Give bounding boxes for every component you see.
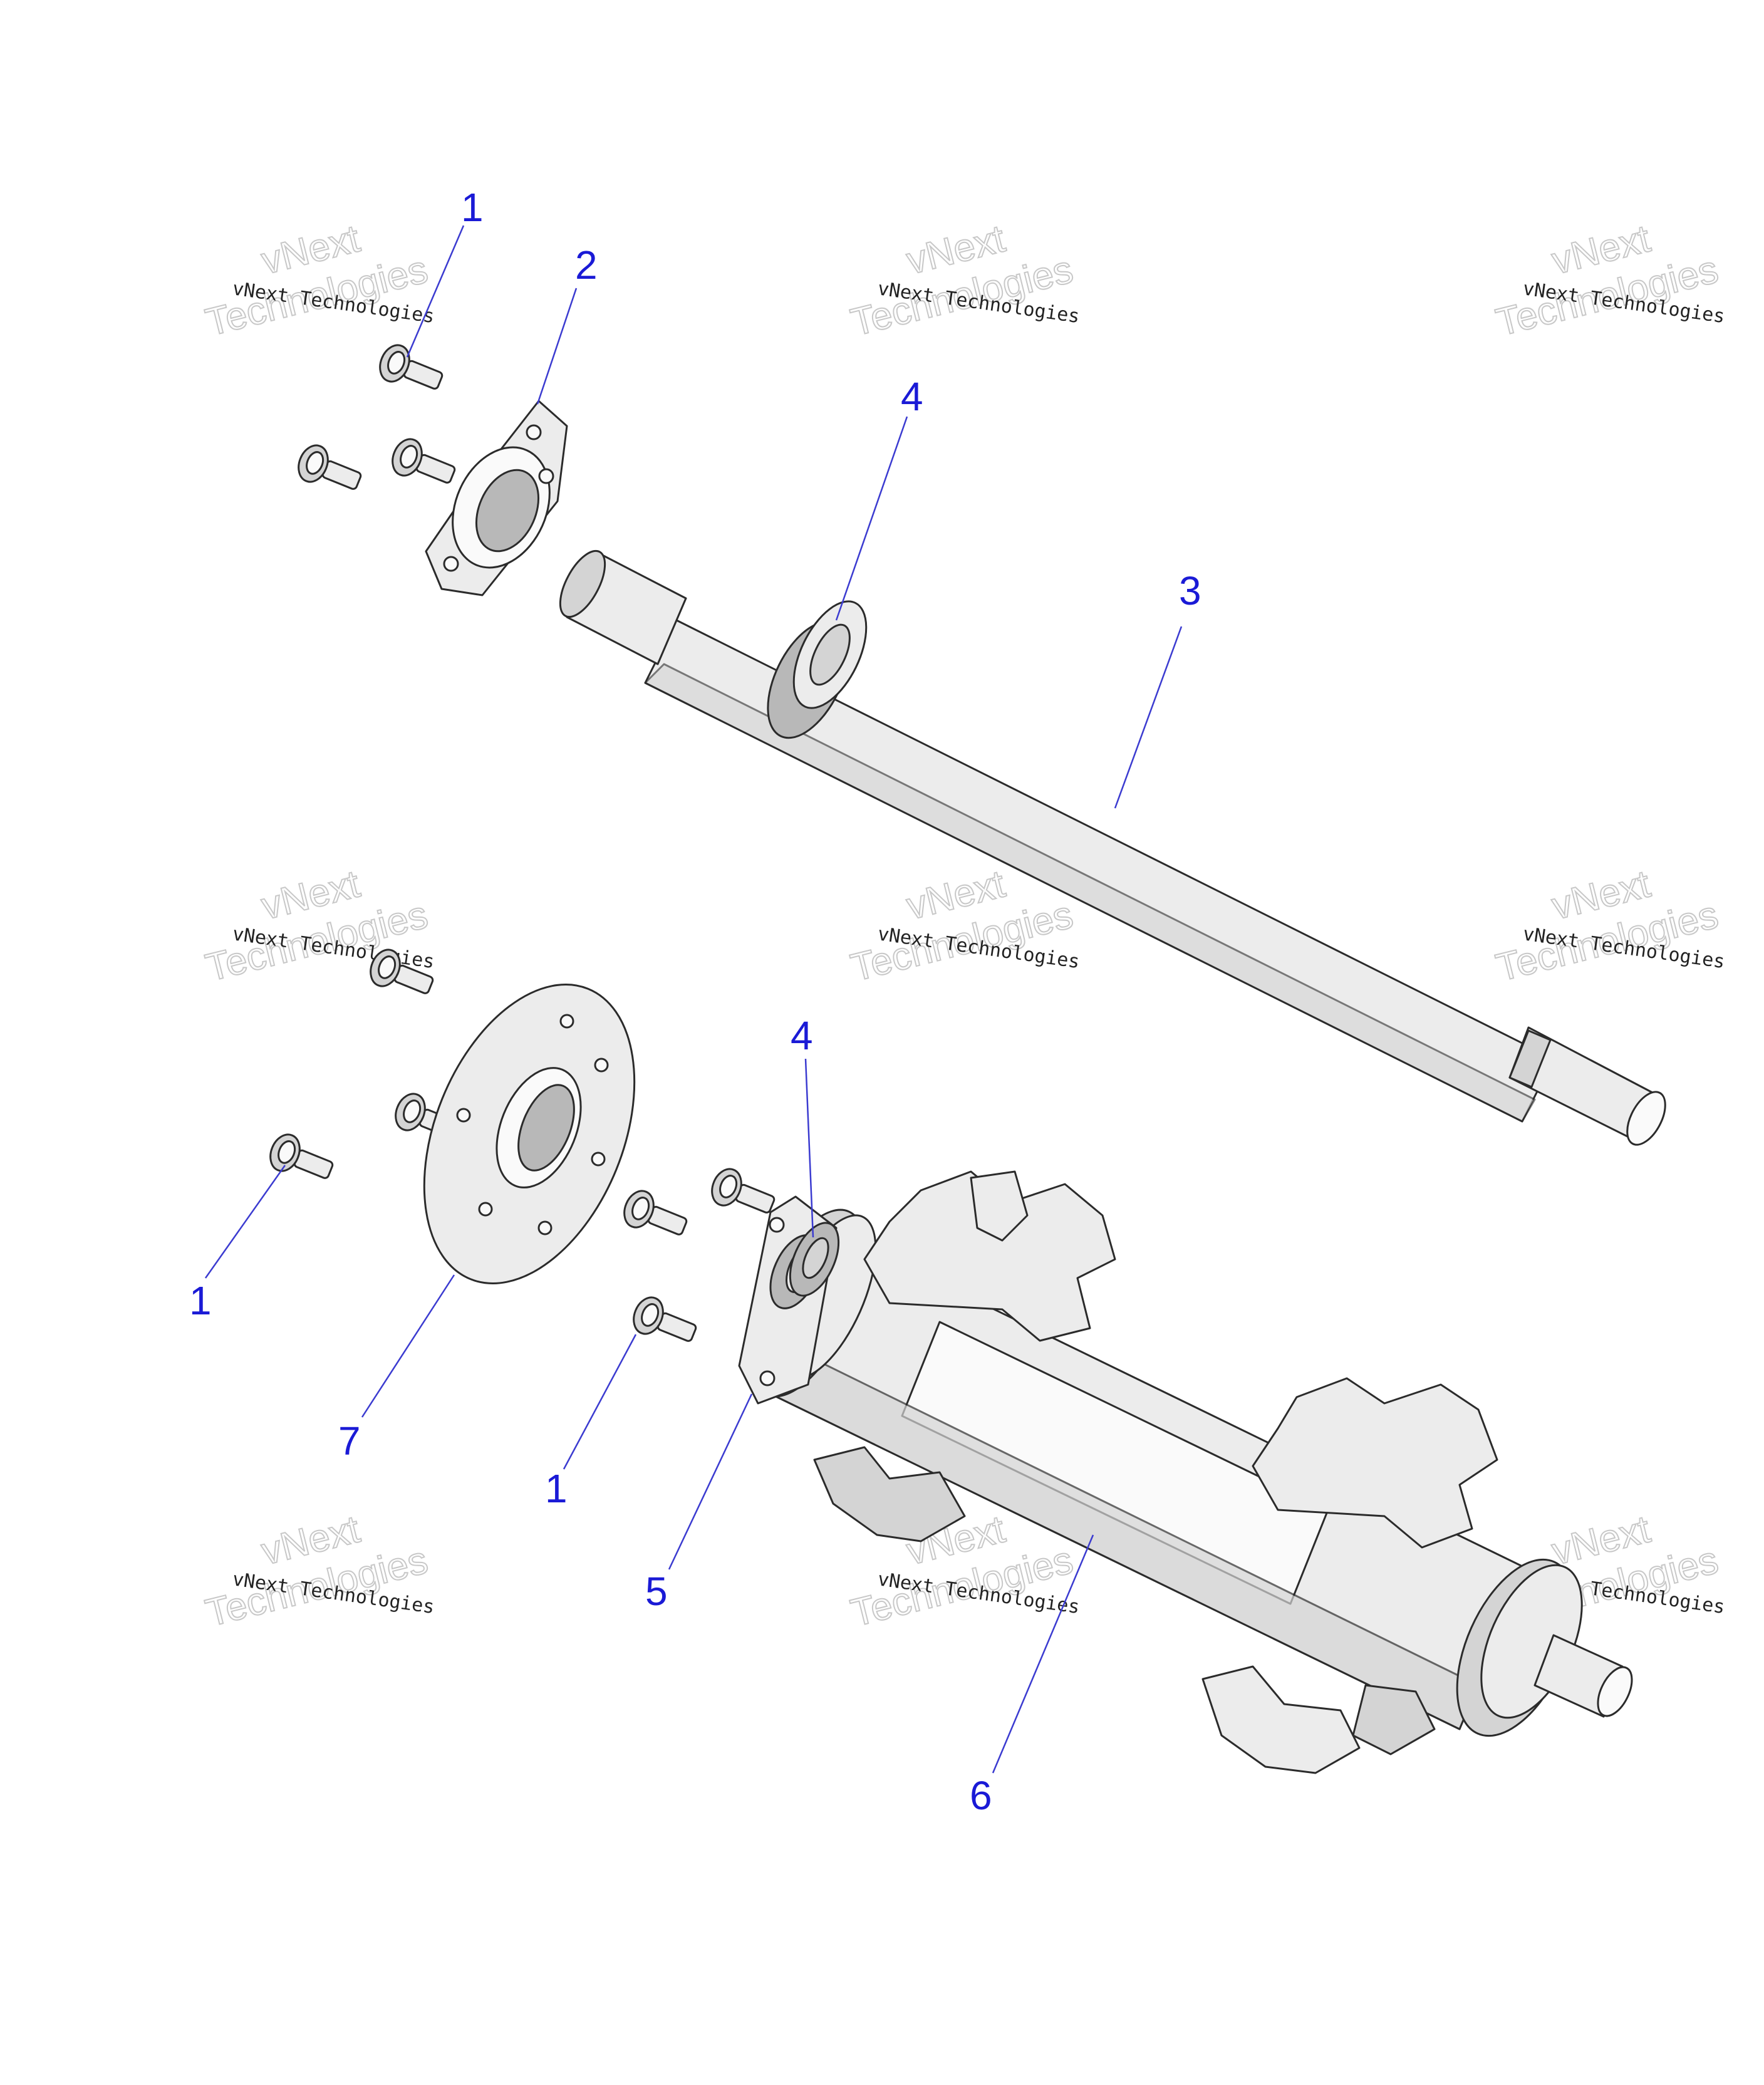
callout-1-center: 1: [545, 1466, 568, 1511]
leader-lines: [204, 225, 1183, 1774]
leader-4b: [804, 1058, 814, 1238]
bolt-lower-5: [705, 1163, 777, 1215]
collar-ring-lower: [789, 1222, 840, 1297]
sprocket-axle-assembly: [738, 1170, 1633, 1774]
callout-3: 3: [1179, 568, 1201, 613]
watermark: vNext Technologies vNext Technologies: [846, 216, 1081, 345]
callout-labels: 1 2 4 3 4 1 7 1 5 6: [189, 185, 1201, 1818]
callout-4-upper: 4: [901, 374, 923, 419]
callout-5: 5: [645, 1569, 668, 1614]
collar-ring-upper: [767, 600, 868, 739]
callout-7: 7: [338, 1418, 361, 1464]
leader-3: [1114, 626, 1183, 809]
bolt-lower-4: [618, 1185, 689, 1237]
bolt-upper-3: [386, 434, 457, 485]
drive-shaft: [559, 549, 1666, 1146]
callout-2: 2: [575, 242, 598, 288]
leader-7: [361, 1274, 455, 1418]
flange-plate-small: [425, 400, 568, 596]
bearing-plate-round: [423, 983, 636, 1285]
bolt-upper-2: [292, 440, 363, 491]
leader-1c: [563, 1334, 637, 1470]
bolt-upper-1: [373, 340, 445, 391]
leader-2: [536, 288, 578, 405]
watermark: vNext Technologies vNext Technologies: [1492, 216, 1726, 345]
leader-4a: [835, 416, 908, 621]
callout-4-lower: 4: [791, 1013, 813, 1058]
watermark: vNext Technologies vNext Technologies: [1492, 861, 1726, 991]
callout-1-left: 1: [189, 1278, 212, 1323]
bolt-lower-3: [264, 1129, 335, 1180]
watermark: vNext Technologies vNext Technologies: [201, 1507, 436, 1636]
callout-6: 6: [970, 1773, 992, 1818]
leader-6: [992, 1534, 1094, 1774]
watermark: vNext Technologies vNext Technologies: [201, 216, 436, 345]
bolt-lower-6: [627, 1292, 698, 1343]
callout-1-top: 1: [461, 185, 484, 230]
leader-1b: [204, 1165, 286, 1279]
leader-1a: [406, 225, 465, 358]
leader-5: [668, 1393, 753, 1570]
